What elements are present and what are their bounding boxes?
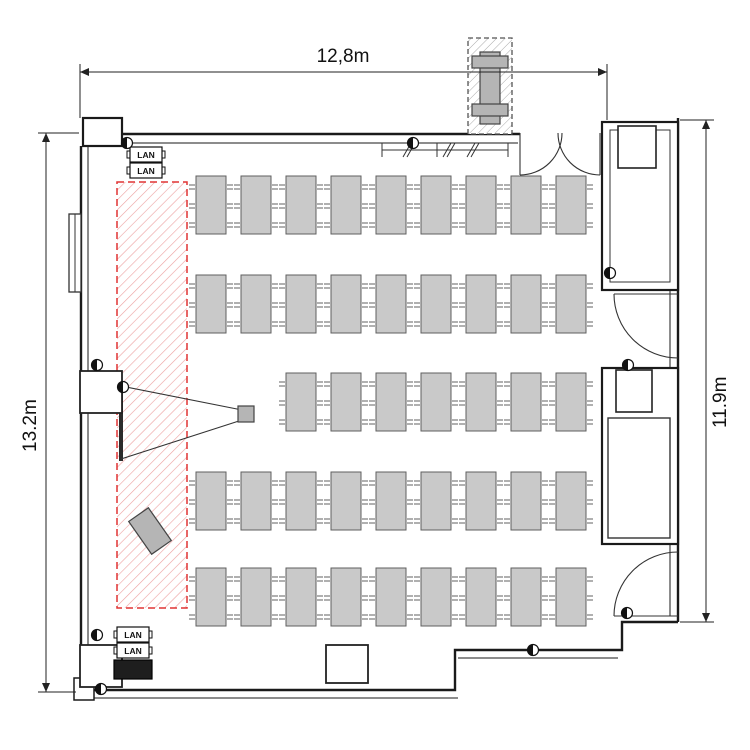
desk <box>549 274 593 334</box>
entrance-door-right-swing <box>557 132 601 176</box>
floor-connector-box <box>113 659 153 680</box>
desk <box>369 175 413 235</box>
desk <box>279 274 323 334</box>
outlet-icon <box>621 358 635 372</box>
desk <box>549 471 593 531</box>
dimension-top: 12,8m <box>79 46 608 120</box>
desk <box>324 175 368 235</box>
desk <box>189 175 233 235</box>
desk <box>504 175 548 235</box>
desk <box>504 567 548 627</box>
desk <box>279 372 323 432</box>
desk <box>459 567 503 627</box>
desk <box>324 274 368 334</box>
projection-beam <box>120 385 243 460</box>
lan-label: LAN <box>137 166 154 176</box>
desk <box>234 175 278 235</box>
desk <box>504 274 548 334</box>
desk <box>414 175 458 235</box>
lan-port-box: LAN <box>126 162 166 179</box>
outlet-icon <box>90 628 104 642</box>
desk <box>414 274 458 334</box>
desk <box>504 372 548 432</box>
podium <box>127 506 173 556</box>
pillar <box>81 116 124 148</box>
av-equipment <box>467 37 513 135</box>
outlet-icon <box>116 380 130 394</box>
dimension-right: 11.9m <box>680 119 731 623</box>
outlet-icon <box>620 606 634 620</box>
desk <box>414 372 458 432</box>
desk <box>549 175 593 235</box>
desk <box>369 471 413 531</box>
entrance-door-left-swing <box>519 132 563 176</box>
desk <box>459 175 503 235</box>
outlet-icon <box>90 358 104 372</box>
desk <box>414 567 458 627</box>
desk <box>234 471 278 531</box>
storage-alcove-middle <box>600 366 680 546</box>
desk <box>234 567 278 627</box>
back-table-center <box>325 644 369 684</box>
desk-grid <box>189 175 593 627</box>
desk <box>369 372 413 432</box>
desk <box>459 274 503 334</box>
desk <box>459 471 503 531</box>
storage-alcove-top <box>600 120 680 292</box>
dimension-left: 13.2m <box>20 132 79 693</box>
lan-label: LAN <box>124 630 141 640</box>
desk <box>414 471 458 531</box>
outlet-icon <box>120 136 134 150</box>
desk <box>324 471 368 531</box>
desk <box>279 175 323 235</box>
desk <box>279 567 323 627</box>
desk <box>324 567 368 627</box>
desk <box>234 274 278 334</box>
lan-label: LAN <box>137 150 154 160</box>
doors <box>519 132 679 617</box>
side-door-lower-swing <box>613 551 679 617</box>
desk <box>369 567 413 627</box>
desk <box>504 471 548 531</box>
outlet-icon <box>603 266 617 280</box>
outlet-icon <box>406 136 420 150</box>
outlet-icon <box>526 643 540 657</box>
window <box>68 213 82 293</box>
dimension-label-width: 12,8m <box>317 46 370 67</box>
desk <box>189 567 233 627</box>
partition-track <box>381 142 509 158</box>
desk <box>324 372 368 432</box>
lan-port-box: LAN <box>126 146 166 163</box>
desk <box>459 372 503 432</box>
desk <box>549 372 593 432</box>
side-door-upper-swing <box>613 293 679 359</box>
lan-label: LAN <box>124 646 141 656</box>
desk <box>279 471 323 531</box>
projector-icon <box>237 405 255 423</box>
desk <box>369 274 413 334</box>
outlet-icon <box>94 682 108 696</box>
lan-port-box: LAN <box>113 642 153 659</box>
lan-port-box: LAN <box>113 626 153 643</box>
operator-table <box>79 370 123 414</box>
desk <box>549 567 593 627</box>
dimension-label-height-right: 11.9m <box>710 377 731 428</box>
desk <box>189 274 233 334</box>
desk <box>189 471 233 531</box>
dimension-label-height-left: 13.2m <box>20 399 41 452</box>
